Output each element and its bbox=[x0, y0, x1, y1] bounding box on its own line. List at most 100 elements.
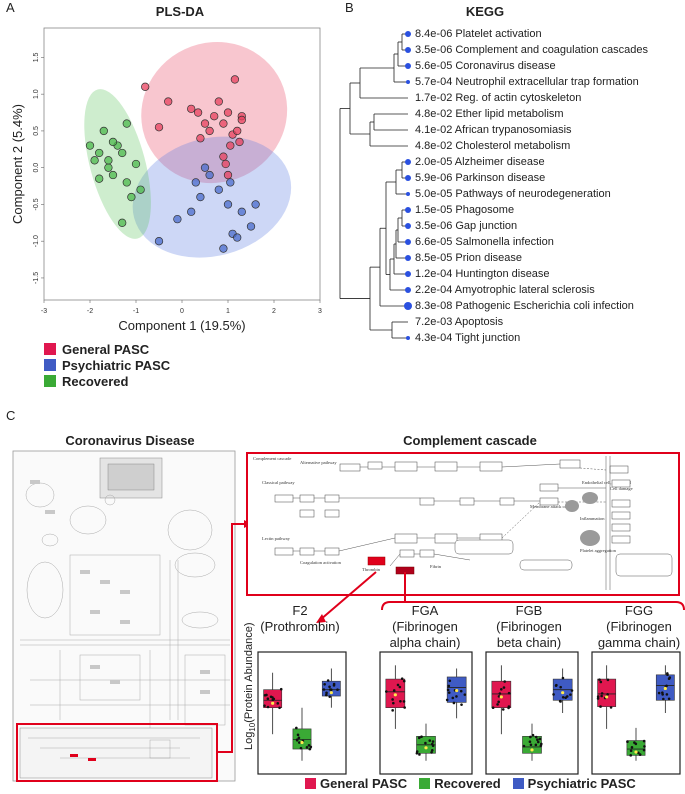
boxplot-point bbox=[402, 700, 406, 703]
scatter-point bbox=[154, 237, 164, 246]
scatter-point bbox=[154, 123, 164, 132]
boxplot-point bbox=[536, 740, 540, 744]
boxplot-point bbox=[538, 737, 542, 741]
x-tick-label: -1 bbox=[133, 308, 139, 315]
boxplot-mean-dot bbox=[424, 746, 428, 750]
boxplot-point bbox=[391, 698, 394, 701]
inflammation-label: Inflammation bbox=[580, 516, 605, 521]
boxplot-point bbox=[463, 693, 467, 696]
scatter-point bbox=[205, 126, 214, 136]
endothelial-label: Endothelial cell, neutrophil bbox=[582, 480, 632, 486]
x-tick-label: -2 bbox=[87, 308, 93, 315]
boxplot-point bbox=[637, 751, 640, 755]
pathway-node bbox=[611, 479, 631, 488]
boxplot-point bbox=[555, 683, 558, 687]
boxplot-point bbox=[642, 748, 646, 752]
kegg-term: 7.2e-03 Apoptosis bbox=[415, 316, 504, 328]
scatter-point bbox=[233, 233, 242, 242]
thrombin-label: Thrombin bbox=[362, 567, 381, 572]
legend-c-general-label: General PASC bbox=[320, 776, 408, 791]
boxplot-point bbox=[266, 705, 270, 709]
pathway-node bbox=[459, 497, 475, 506]
boxplot-mean-dot bbox=[605, 695, 609, 699]
boxplot-point bbox=[570, 689, 574, 692]
kegg-significance-dot bbox=[405, 287, 411, 293]
complement-title: Complement cascade bbox=[403, 433, 537, 448]
kegg-term: 5.9e-06 Parkinson disease bbox=[415, 172, 546, 184]
scatter-point bbox=[108, 170, 118, 180]
y-tick-label: -1.5 bbox=[33, 272, 40, 284]
boxplot-mean-dot bbox=[329, 691, 333, 695]
f2-pointer-line bbox=[319, 571, 377, 621]
scatter-point bbox=[230, 75, 240, 84]
gene-label-fgb: FGB (Fibrinogen beta chain) bbox=[496, 603, 562, 650]
boxplot-point bbox=[534, 743, 538, 747]
scatter-point bbox=[237, 115, 246, 125]
lectin-pathway-label: Lectin pathway bbox=[262, 536, 291, 541]
legend-a-recovered: Recovered bbox=[44, 373, 170, 389]
scatter-point bbox=[221, 159, 230, 169]
x-tick-label: 2 bbox=[272, 308, 276, 315]
boxplot-mean-dot bbox=[455, 688, 459, 693]
boxplot-point bbox=[600, 692, 604, 695]
legend-c-psychiatric-swatch bbox=[512, 778, 524, 789]
scatter-point bbox=[108, 137, 118, 147]
boxplot-point bbox=[629, 749, 633, 753]
pathway-edge bbox=[579, 467, 607, 471]
boxplot-point bbox=[626, 740, 629, 744]
kegg-significance-dot bbox=[406, 192, 410, 196]
scatter-point bbox=[141, 82, 150, 91]
pathway-edge bbox=[338, 537, 396, 552]
boxplot-point bbox=[536, 738, 539, 741]
legend-a-general-swatch bbox=[44, 343, 56, 355]
kegg-significance-dot bbox=[406, 80, 410, 84]
x-tick-label: 0 bbox=[180, 308, 184, 315]
boxplot-point bbox=[279, 687, 283, 691]
scatter-point bbox=[226, 141, 235, 150]
ylabel-suffix: (Protein Abundance) bbox=[243, 622, 255, 723]
pathway-node bbox=[609, 465, 629, 474]
mac-label: Membrane attack complex bbox=[530, 504, 579, 509]
kegg-significance-dot bbox=[405, 207, 411, 213]
y-tick-label: -1.0 bbox=[33, 235, 40, 247]
scatter-point bbox=[187, 104, 196, 114]
kegg-term: 5.7e-04 Neutrophil extracellular trap fo… bbox=[415, 76, 639, 88]
boxplot-point bbox=[384, 690, 388, 693]
boxplot-point bbox=[417, 736, 421, 740]
scatter-point bbox=[122, 119, 131, 128]
kegg-significance-dot bbox=[406, 336, 410, 340]
scatter-point bbox=[193, 108, 203, 117]
boxplot-point bbox=[561, 696, 565, 699]
pathway-node bbox=[611, 535, 631, 544]
plsda-ylabel: Component 2 (5.4%) bbox=[10, 104, 25, 224]
boxplot-point bbox=[459, 689, 463, 693]
kegg-significance-dot bbox=[405, 31, 411, 37]
scatter-point bbox=[118, 218, 127, 227]
boxplot-point bbox=[529, 735, 532, 739]
legend-a-recovered-label: Recovered bbox=[62, 373, 129, 389]
boxplot-point bbox=[497, 695, 501, 698]
kegg-term: 8.3e-08 Pathogenic Escherichia coli infe… bbox=[415, 300, 634, 312]
pathway-node bbox=[434, 461, 458, 472]
boxplot-mean-dot bbox=[300, 740, 304, 745]
kegg-significance-dot bbox=[405, 175, 411, 181]
coronavirus-title: Coronavirus Disease bbox=[65, 433, 195, 448]
boxplot-point bbox=[559, 700, 562, 703]
scatter-point bbox=[214, 185, 223, 194]
boxplot-point bbox=[609, 706, 613, 709]
boxplot-point bbox=[633, 741, 636, 744]
boxplot-point bbox=[629, 754, 633, 757]
platelet-shape bbox=[580, 530, 600, 546]
boxplot-point bbox=[402, 679, 406, 683]
legend-c-recovered-label: Recovered bbox=[434, 776, 501, 791]
boxplot-point bbox=[599, 705, 602, 708]
boxplot-point bbox=[522, 744, 526, 748]
scatter-point bbox=[196, 134, 205, 143]
panel-letter-a: A bbox=[6, 0, 15, 15]
kegg-term: 8.5e-05 Prion disease bbox=[415, 252, 523, 264]
boxplot-point bbox=[398, 685, 402, 689]
scatter-point bbox=[214, 97, 223, 106]
scatter-point bbox=[127, 192, 136, 202]
classical-pathway-label: Classical pathway bbox=[262, 480, 295, 485]
boxplot-point bbox=[271, 696, 274, 699]
